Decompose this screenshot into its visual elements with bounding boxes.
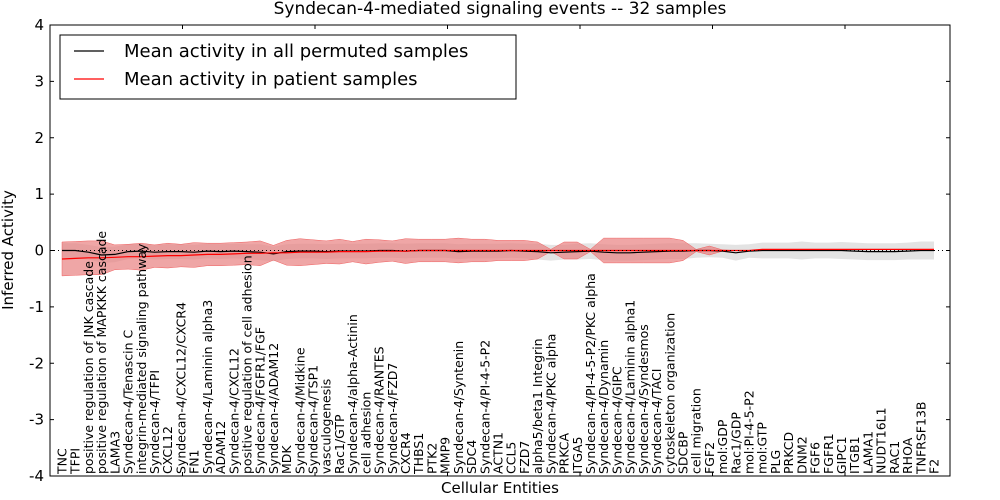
x-tick-label: Syndecan-4/PI-4-5-P2/PKC alpha bbox=[583, 273, 598, 474]
x-tick-label: Rac1/GDP bbox=[728, 412, 743, 474]
x-tick-label: Syndecan-4/PKC alpha bbox=[543, 334, 558, 474]
y-tick-label: -2 bbox=[29, 354, 44, 372]
x-tick-label: Rac1/GTP bbox=[332, 414, 347, 474]
x-tick-label: ITGB1 bbox=[847, 436, 862, 474]
axis-ticks: 4 3 2 1 0 -1 -2 -3 -4 bbox=[29, 16, 950, 485]
x-tick-label: Syndecan-4/Dynamin bbox=[596, 340, 611, 474]
x-tick-label: FGF6 bbox=[808, 442, 823, 474]
x-tick-label: CXCL12 bbox=[160, 426, 175, 474]
x-tick-label: Syndecan-4/FGFR1/FGF bbox=[253, 327, 268, 474]
x-tick-label: integrin-mediated signaling pathway bbox=[134, 243, 149, 474]
x-tick-label: positive regulation of JNK cascade bbox=[81, 261, 96, 474]
y-tick-label: 3 bbox=[34, 72, 44, 90]
x-tick-label: Syndecan-4/CXCL12 bbox=[226, 348, 241, 474]
x-tick-label: CXCR4 bbox=[398, 432, 413, 474]
y-tick-label: 1 bbox=[34, 185, 44, 203]
x-axis-label: Cellular Entities bbox=[441, 479, 559, 497]
y-tick-label: -3 bbox=[29, 411, 44, 429]
x-tick-label: CCL5 bbox=[504, 442, 519, 474]
x-tick-label: MMP9 bbox=[438, 437, 453, 474]
x-tick-label: MDK bbox=[279, 445, 294, 474]
x-tick-label: PLG bbox=[768, 450, 783, 474]
x-tick-label: Syndecan-4/GIPC bbox=[609, 366, 624, 474]
x-tick-label: cytoskeleton organization bbox=[662, 313, 677, 474]
x-tick-label: Syndecan-4/Midkine bbox=[292, 347, 307, 474]
x-tick-label: PRKCD bbox=[781, 432, 796, 474]
y-axis-label: Inferred Activity bbox=[0, 190, 17, 310]
x-tick-label: Syndecan-4/PI-4-5-P2 bbox=[477, 340, 492, 474]
x-tick-label: Syndecan-4/RANTES bbox=[372, 346, 387, 474]
legend-label-patient: Mean activity in patient samples bbox=[124, 69, 418, 90]
x-tick-label: SDCBP bbox=[676, 431, 691, 474]
x-tick-label: Syndecan-4/Tenascin C bbox=[121, 329, 136, 474]
x-tick-label: ITGA5 bbox=[570, 436, 585, 474]
x-tick-label: RHOA bbox=[900, 437, 915, 474]
x-tick-label: Syndecan-4/Syndesmos bbox=[636, 324, 651, 474]
x-tick-label: cell migration bbox=[689, 388, 704, 474]
legend-label-permuted: Mean activity in all permuted samples bbox=[124, 41, 468, 62]
x-tick-label: SDC4 bbox=[464, 440, 479, 474]
legend: Mean activity in all permuted samples Me… bbox=[59, 34, 517, 100]
x-tick-label: FZD7 bbox=[517, 441, 532, 474]
x-tick-label: Syndecan-4/Laminin alpha3 bbox=[200, 300, 215, 474]
x-tick-label: ACTN1 bbox=[491, 432, 506, 474]
chart-title: Syndecan-4-mediated signaling events -- … bbox=[274, 0, 727, 19]
x-tick-label: positive regulation of MAPKKK cascade bbox=[94, 231, 109, 474]
x-tick-label: Syndecan-4/TFPI bbox=[147, 370, 162, 474]
x-tick-label: DNM2 bbox=[794, 436, 809, 474]
legend-box bbox=[59, 34, 517, 100]
bands bbox=[61, 237, 934, 277]
x-tick-label: positive regulation of cell adhesion bbox=[240, 255, 255, 474]
x-tick-label: Syndecan-4/Laminin alpha1 bbox=[623, 300, 638, 474]
x-tick-label: mol:GTP bbox=[755, 422, 770, 474]
x-tick-label: FN1 bbox=[187, 450, 202, 475]
y-tick-label: 4 bbox=[34, 16, 44, 34]
x-tick-label: ADAM12 bbox=[213, 421, 228, 474]
x-tick-label: mol:PI-4-5-P2 bbox=[742, 390, 757, 474]
x-tick-label: FGFR1 bbox=[821, 433, 836, 474]
x-tick-label: vasculogenesis bbox=[319, 379, 334, 474]
x-tick-label: TNC bbox=[55, 448, 70, 475]
x-tick-label: LAMA1 bbox=[860, 431, 875, 474]
y-tick-label: 0 bbox=[34, 242, 44, 260]
x-tick-label: NUDT16L1 bbox=[874, 407, 889, 474]
y-tick-label: -4 bbox=[29, 467, 44, 485]
x-tick-label: PTK2 bbox=[424, 443, 439, 474]
x-tick-label: TNFRSF13B bbox=[913, 402, 928, 475]
x-tick-label: cell adhesion bbox=[358, 392, 373, 474]
x-tick-label: Syndecan-4/ADAM12 bbox=[266, 343, 281, 474]
y-tick-label: -1 bbox=[29, 298, 44, 316]
x-tick-label: alpha5/beta1 Integrin bbox=[530, 338, 545, 474]
x-tick-label: LAMA3 bbox=[107, 431, 122, 474]
y-tick-label: 2 bbox=[34, 129, 44, 147]
x-tick-label: Syndecan-4/TACI bbox=[649, 369, 664, 474]
x-tick-label: Syndecan-4/Syntenin bbox=[451, 341, 466, 474]
x-tick-label: Syndecan-4/CXCL12/CXCR4 bbox=[173, 302, 188, 474]
x-tick-label: TFPI bbox=[68, 448, 83, 475]
x-tick-label: GIPC1 bbox=[834, 436, 849, 474]
x-tick-label: mol:GDP bbox=[715, 419, 730, 474]
x-tick-label: Syndecan-4/TSP1 bbox=[306, 365, 321, 474]
x-tick-label: RAC1 bbox=[887, 441, 902, 474]
x-tick-label: THBS1 bbox=[411, 433, 426, 475]
x-tick-label: PRKCA bbox=[557, 433, 572, 474]
x-tick-label: Syndecan-4/alpha-Actinin bbox=[345, 314, 360, 474]
x-tick-label: Syndecan-4/FZD7 bbox=[385, 363, 400, 474]
x-tick-label: F2 bbox=[927, 459, 942, 474]
x-tick-label: FGF2 bbox=[702, 442, 717, 474]
